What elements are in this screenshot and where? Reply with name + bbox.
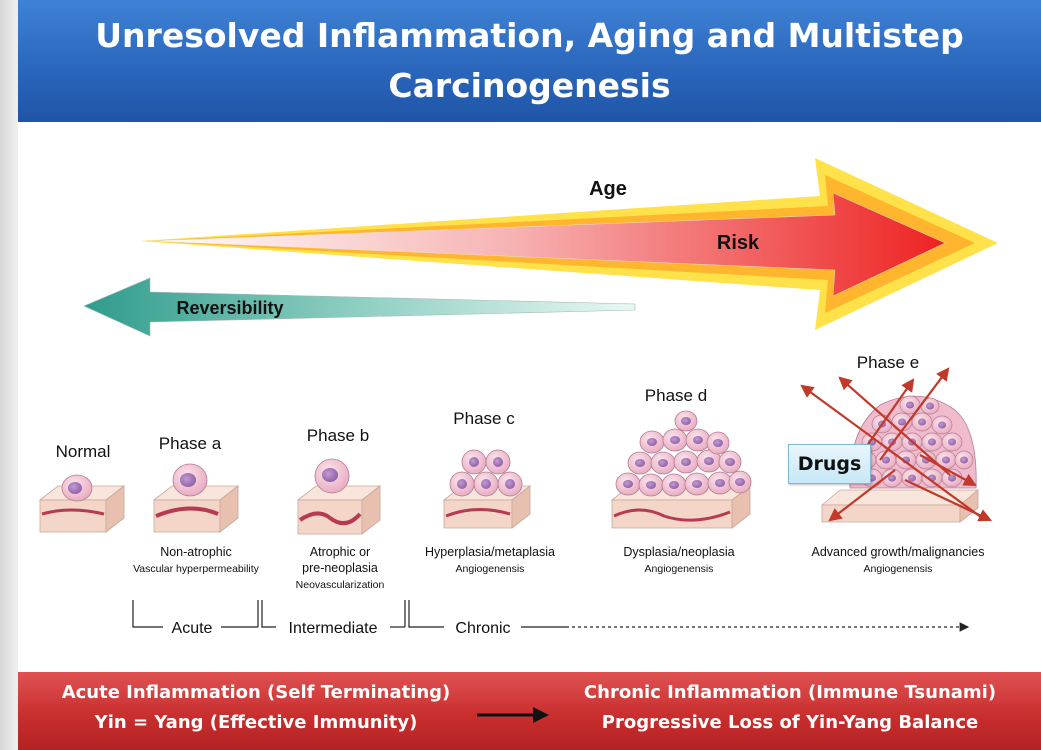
- phase-title-a: Phase a: [159, 434, 222, 453]
- acute-inflammation-text: Acute Inflammation (Self Terminating): [61, 682, 451, 703]
- bottom-banner: Acute Inflammation (Self Terminating) Yi…: [18, 672, 1041, 750]
- left-edge-strip: [0, 0, 18, 750]
- tissue-phase-b: [296, 458, 382, 535]
- yin-yang-text: Yin = Yang (Effective Immunity): [94, 712, 418, 733]
- timeline-brackets: [132, 600, 566, 628]
- timeline-acute: Acute: [172, 620, 213, 637]
- chronic-inflammation-text: Chronic Inflammation (Immune Tsunami): [583, 682, 997, 703]
- tissue-normal: [38, 474, 126, 533]
- age-label: Age: [589, 178, 627, 200]
- drug-arrows: [800, 367, 992, 522]
- drugs-label: Drugs: [797, 453, 862, 475]
- transition-arrow-icon: [477, 707, 549, 723]
- tissue-phase-c: [442, 449, 532, 529]
- title-line-1: Unresolved Inflammation, Aging and Multi…: [95, 16, 964, 55]
- age-risk-arrow: [140, 158, 998, 330]
- phase-e-desc: Advanced growth/malignancies: [811, 545, 984, 559]
- phase-e-sub: Angiogenensis: [864, 563, 933, 575]
- reversibility-label: Reversibility: [176, 298, 283, 318]
- phase-a-desc: Non-atrophic: [160, 545, 232, 559]
- phase-b-desc-2: pre-neoplasia: [302, 561, 378, 575]
- phase-d-sub: Angiogenensis: [645, 563, 714, 575]
- phase-c-sub: Angiogenensis: [456, 563, 525, 575]
- title-line-2: Carcinogenesis: [388, 66, 671, 105]
- title-banner: Unresolved Inflammation, Aging and Multi…: [18, 0, 1041, 122]
- risk-label: Risk: [717, 232, 760, 254]
- reversibility-arrow: [83, 277, 636, 337]
- phase-title-c: Phase c: [453, 409, 515, 428]
- yin-yang-loss-text: Progressive Loss of Yin-Yang Balance: [601, 712, 979, 733]
- drugs-label-box: Drugs: [788, 444, 871, 484]
- phase-d-desc: Dysplasia/neoplasia: [623, 545, 734, 559]
- phase-a-sub: Vascular hyperpermeability: [133, 563, 260, 575]
- phase-c-desc: Hyperplasia/metaplasia: [425, 545, 555, 559]
- timeline-chronic: Chronic: [455, 620, 510, 637]
- phase-title-b: Phase b: [307, 426, 369, 445]
- tissue-phase-d: [610, 410, 752, 529]
- phase-b-sub: Neovascularization: [296, 579, 385, 591]
- phase-title-normal: Normal: [56, 442, 111, 461]
- tissue-phase-a: [152, 463, 240, 533]
- phase-title-d: Phase d: [645, 386, 707, 405]
- phase-title-e: Phase e: [857, 353, 919, 372]
- timeline-intermediate: Intermediate: [289, 620, 378, 637]
- phase-b-desc-1: Atrophic or: [310, 545, 370, 559]
